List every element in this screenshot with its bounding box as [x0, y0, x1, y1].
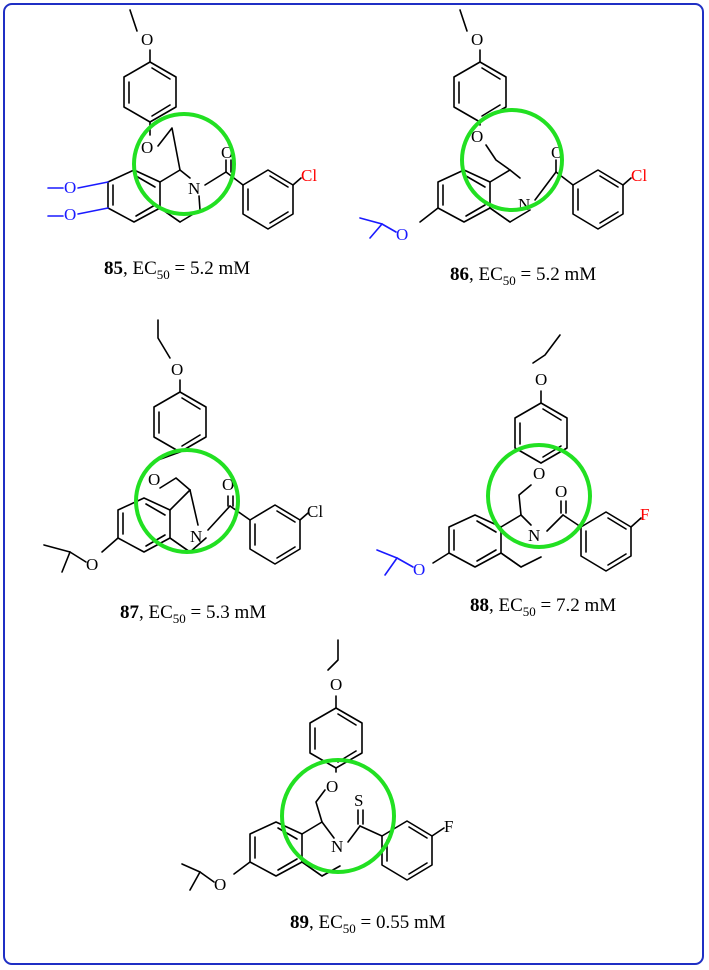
atom-o: O — [64, 178, 76, 197]
atom-n: N — [331, 837, 343, 856]
compound-89: O O N S F O 89, EC50 = 0.55 mM — [181, 639, 453, 936]
atom-n: N — [528, 526, 540, 545]
highlight-circle — [132, 112, 236, 216]
atom-n: N — [190, 527, 202, 546]
atom-n: N — [188, 179, 200, 198]
highlight-circle — [486, 443, 592, 549]
atom-o: O — [141, 138, 153, 157]
compound-87: O O N O Cl O 87, EC50 = 5.3 mM — [43, 319, 323, 626]
atom-o: O — [86, 555, 98, 574]
atom-o: O — [326, 777, 338, 796]
atom-o: O — [533, 464, 545, 483]
atom-o: O — [171, 360, 183, 379]
highlight-circle — [134, 448, 240, 554]
atom-o: O — [471, 30, 483, 49]
compound-85: O O N O Cl O O — [47, 9, 317, 282]
atom-o: O — [471, 127, 483, 146]
atom-f: F — [640, 505, 649, 524]
atom-o: O — [396, 225, 408, 244]
atom-o: O — [535, 370, 547, 389]
atom-cl: Cl — [301, 166, 317, 185]
caption-87: 87, EC50 = 5.3 mM — [120, 602, 266, 626]
atom-o: O — [214, 875, 226, 894]
caption-86: 86, EC50 = 5.2 mM — [450, 264, 596, 288]
highlight-circle — [460, 108, 564, 212]
atom-o: O — [555, 482, 567, 501]
highlight-circle — [280, 758, 396, 874]
atom-o: O — [141, 30, 153, 49]
caption-89: 89, EC50 = 0.55 mM — [290, 912, 446, 936]
caption-88: 88, EC50 = 7.2 mM — [470, 595, 616, 619]
atom-cl: Cl — [307, 502, 323, 521]
compound-88: O O N O F O 88, EC50 = 7.2 mM — [376, 334, 649, 619]
atom-o: O — [222, 475, 234, 494]
caption-85: 85, EC50 = 5.2 mM — [104, 258, 250, 282]
atom-o: O — [64, 205, 76, 224]
atom-o: O — [148, 470, 160, 489]
atom-s: S — [354, 791, 363, 810]
compound-86: O O N O Cl O 86, EC50 = 5.2 mM — [359, 9, 647, 288]
atom-f: F — [444, 817, 453, 836]
atom-cl: Cl — [631, 166, 647, 185]
atom-o: O — [330, 675, 342, 694]
atom-o: O — [413, 560, 425, 579]
